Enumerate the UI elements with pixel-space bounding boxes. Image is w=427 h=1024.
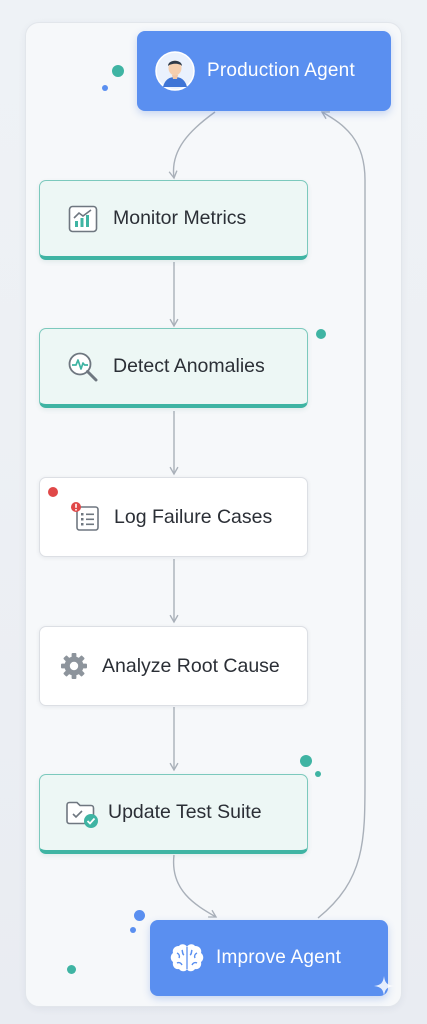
folder-check-icon	[65, 797, 99, 829]
sparkle-icon	[374, 976, 394, 996]
decorative-dot	[316, 329, 326, 339]
magnifier-pulse-icon	[66, 350, 100, 384]
decorative-dot	[112, 65, 124, 77]
decorative-dot	[315, 771, 321, 777]
detect-anomalies-step[interactable]: Detect Anomalies	[39, 328, 308, 408]
production-agent-node[interactable]: Production Agent	[137, 31, 391, 111]
monitor-metrics-label: Monitor Metrics	[113, 207, 247, 229]
detect-anomalies-label: Detect Anomalies	[113, 355, 265, 377]
decorative-dot	[67, 965, 76, 974]
production-agent-label: Production Agent	[207, 60, 355, 81]
improve-agent-label: Improve Agent	[216, 947, 342, 968]
analyze-root-cause-step[interactable]: Analyze Root Cause	[39, 626, 308, 706]
analyze-root-cause-label: Analyze Root Cause	[102, 654, 280, 677]
log-failure-cases-step[interactable]: Log Failure Cases	[39, 477, 308, 557]
decorative-dot	[48, 487, 58, 497]
brain-icon	[168, 940, 206, 976]
monitor-metrics-step[interactable]: Monitor Metrics	[39, 180, 308, 260]
chart-icon	[67, 203, 99, 235]
update-test-suite-label: Update Test Suite	[108, 801, 262, 823]
gear-icon	[59, 651, 89, 681]
improve-agent-node[interactable]: Improve Agent	[150, 920, 388, 996]
update-test-suite-step[interactable]: Update Test Suite	[39, 774, 308, 854]
log-failure-cases-label: Log Failure Cases	[114, 505, 273, 528]
decorative-dot	[134, 910, 145, 921]
error-log-icon	[70, 501, 102, 533]
decorative-dot	[102, 85, 108, 91]
decorative-dot	[300, 755, 312, 767]
user-avatar-icon	[155, 51, 195, 91]
decorative-dot	[130, 927, 136, 933]
